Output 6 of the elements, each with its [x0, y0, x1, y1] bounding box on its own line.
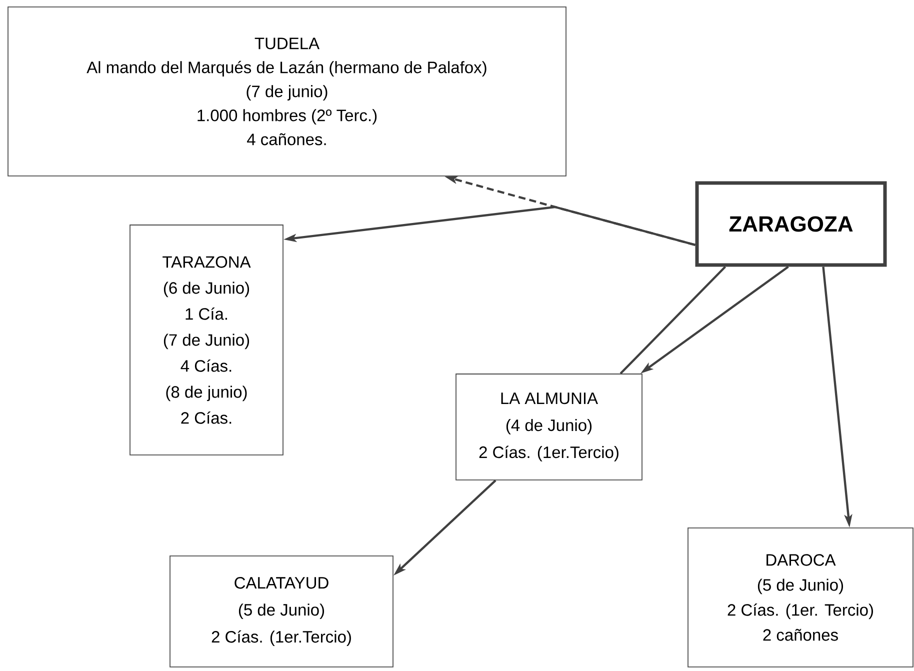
city-box: DAROCA (5 de Junio) 2 Cías. (1er. Tercio) 2 cañones [688, 528, 914, 668]
city-box: TARAZONA (6 de Junio) 1 Cía. (7 de Junio) 4 Cías. (8 de junio) 2 Cías. [130, 224, 284, 456]
city-box: ZARAGOZA [695, 181, 887, 267]
city-box: LA ALMUNIA (4 de Junio) 2 Cías. (1er.Tercio) [456, 374, 642, 480]
city-box: CALATAYUD (5 de Junio) 2 Cías. (1er.Tercio) [170, 556, 394, 668]
city-box: TUDELA Al mando del Marqués de Lazán (hermano de Palafox) (7 de junio) 1.000 hombres (2º Terc.) 4 cañones. [8, 6, 566, 176]
